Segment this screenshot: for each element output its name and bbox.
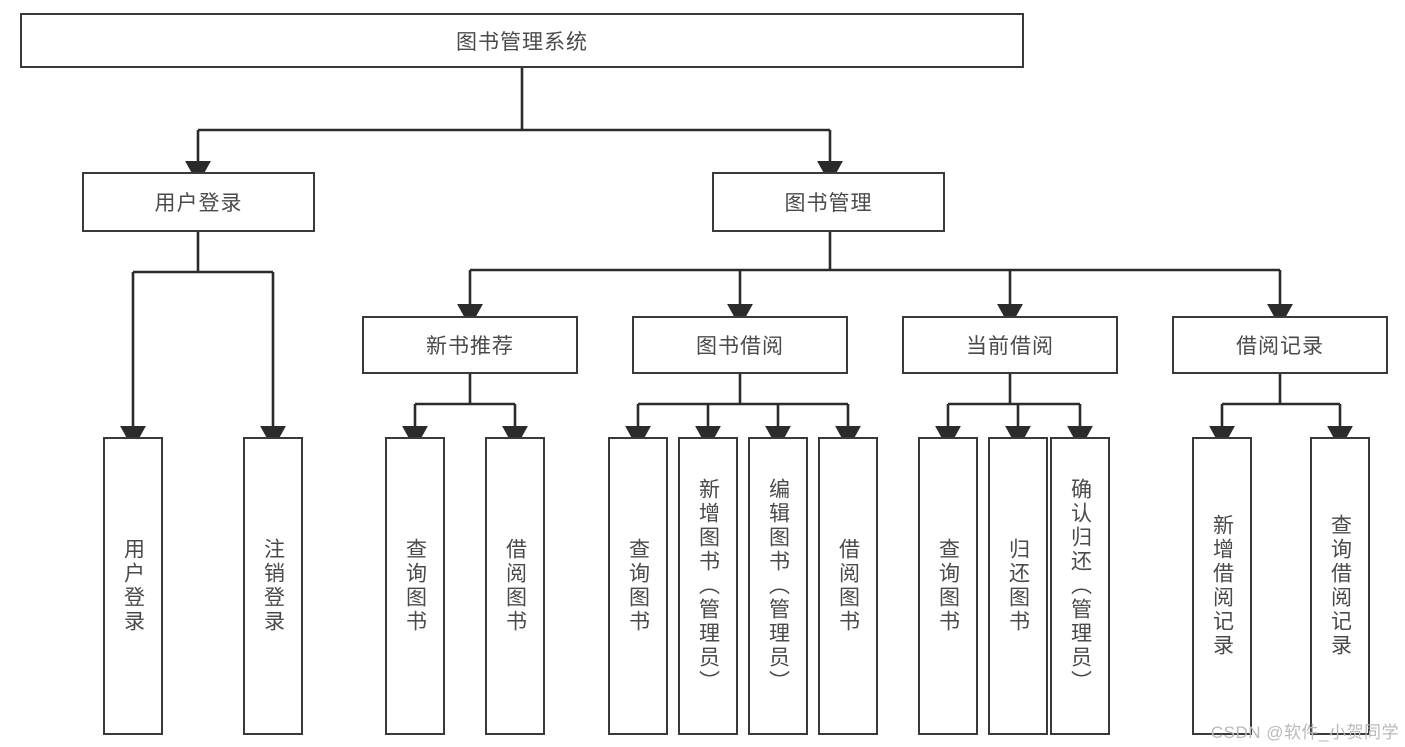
leaf-borrow-edit-book-admin[interactable]: 编辑图书（管理员）: [748, 437, 808, 735]
node-label: 新增借阅记录: [1210, 514, 1234, 658]
node-label: 注销登录: [261, 538, 285, 634]
node-current-borrow[interactable]: 当前借阅: [902, 316, 1118, 374]
leaf-user-login-logout[interactable]: 注销登录: [243, 437, 303, 735]
node-user-login[interactable]: 用户登录: [82, 172, 315, 232]
node-label: 编辑图书（管理员）: [766, 478, 790, 694]
node-label: 借阅图书: [503, 538, 527, 634]
node-label: 图书管理系统: [456, 30, 588, 54]
node-book-borrow[interactable]: 图书借阅: [632, 316, 848, 374]
node-root-book-management-system[interactable]: 图书管理系统: [20, 13, 1024, 68]
node-label: 图书借阅: [696, 335, 784, 358]
node-label: 查询借阅记录: [1328, 514, 1352, 658]
leaf-current-return-book[interactable]: 归还图书: [988, 437, 1048, 735]
node-label: 查询图书: [626, 538, 650, 634]
leaf-new-book-query-book[interactable]: 查询图书: [385, 437, 445, 735]
node-label: 新增图书（管理员）: [696, 478, 720, 694]
leaf-borrow-query-book[interactable]: 查询图书: [608, 437, 668, 735]
node-label: 用户登录: [154, 192, 243, 215]
node-label: 查询图书: [403, 538, 427, 634]
node-label: 查询图书: [936, 538, 960, 634]
node-label: 借阅图书: [836, 538, 860, 634]
leaf-record-add-record[interactable]: 新增借阅记录: [1192, 437, 1252, 735]
node-label: 借阅记录: [1236, 335, 1324, 358]
node-new-book-recommend[interactable]: 新书推荐: [362, 316, 578, 374]
leaf-user-login-login[interactable]: 用户登录: [103, 437, 163, 735]
watermark-text: CSDN @软件_小贺同学: [1210, 723, 1399, 742]
node-borrow-record[interactable]: 借阅记录: [1172, 316, 1388, 374]
node-label: 用户登录: [121, 538, 145, 634]
leaf-current-query-book[interactable]: 查询图书: [918, 437, 978, 735]
node-label: 新书推荐: [426, 335, 514, 358]
leaf-record-query-record[interactable]: 查询借阅记录: [1310, 437, 1370, 735]
node-label: 确认归还（管理员）: [1068, 478, 1092, 694]
leaf-borrow-add-book-admin[interactable]: 新增图书（管理员）: [678, 437, 738, 735]
leaf-current-confirm-return-admin[interactable]: 确认归还（管理员）: [1050, 437, 1110, 735]
node-label: 当前借阅: [966, 335, 1054, 358]
node-label: 归还图书: [1006, 538, 1030, 634]
node-book-management[interactable]: 图书管理: [712, 172, 945, 232]
leaf-new-book-borrow-book[interactable]: 借阅图书: [485, 437, 545, 735]
node-label: 图书管理: [784, 192, 873, 215]
leaf-borrow-lend-book[interactable]: 借阅图书: [818, 437, 878, 735]
